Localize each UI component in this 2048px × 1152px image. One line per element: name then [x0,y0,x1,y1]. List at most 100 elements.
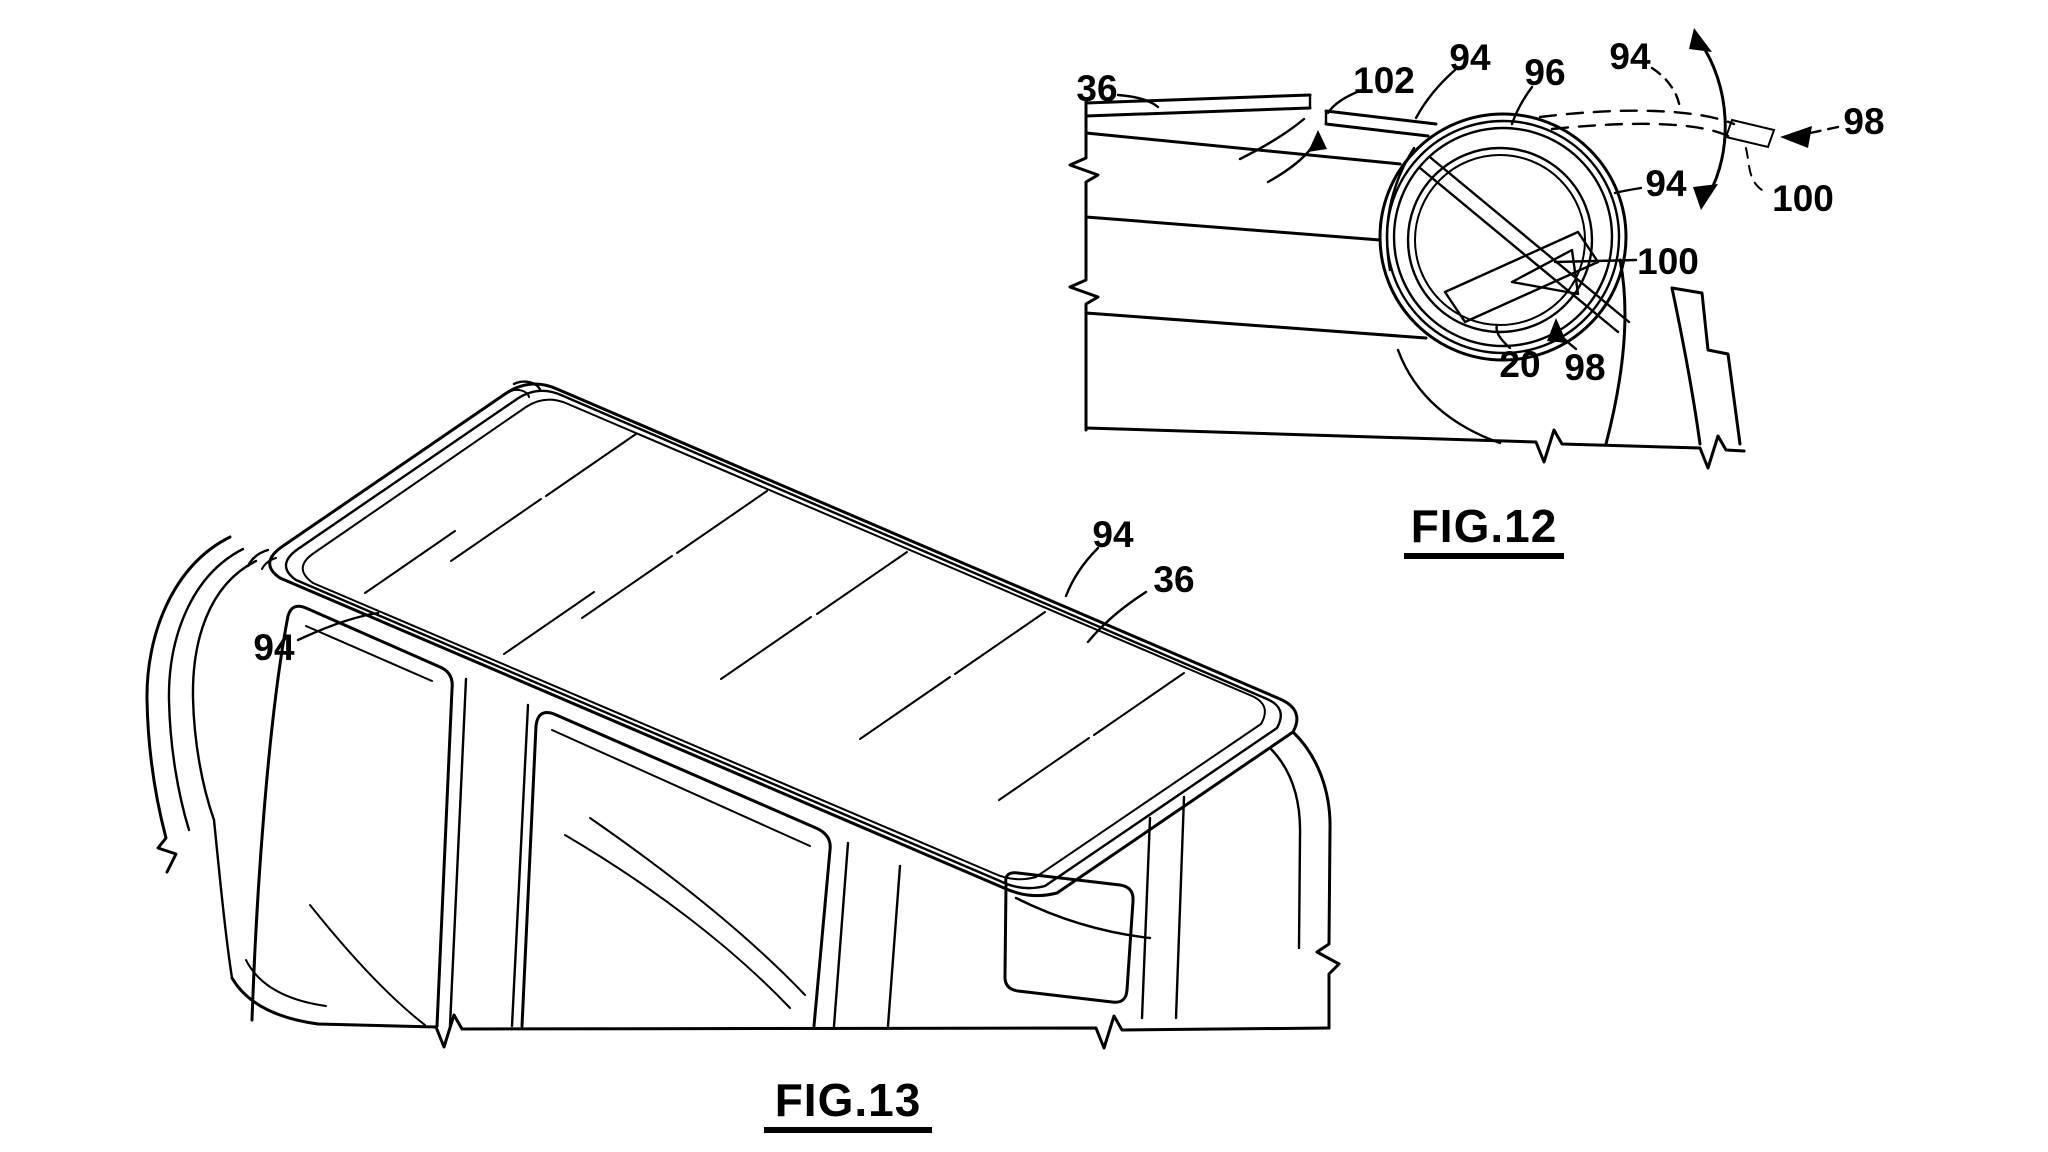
rear-pillar-inner [1268,746,1302,950]
panel-left-edge-with-breaks [1068,98,1100,432]
fabric-seam [859,676,951,740]
arrowhead-left-icon [1780,126,1812,148]
cowl-front-curve [1604,258,1627,446]
roll-fold-diagonal [1429,156,1631,324]
roll-fold-diagonal [1418,166,1620,334]
leader-94-right-rail [1064,546,1100,598]
front-door-window [250,604,454,1028]
corner-clamp [512,380,542,392]
fabric-seam [581,555,673,619]
quarter-window [1003,871,1135,1004]
corner-clamp [508,388,530,398]
figure-13-caption: FIG.13 [775,1074,922,1126]
interior-brace-line [309,904,426,1026]
windshield-frame-inner [191,559,258,822]
a-pillar-outline [1670,286,1702,446]
leader-20 [1495,323,1512,350]
ref-label-36-fabric: 36 [1153,559,1194,600]
rail-strip-36-bottom [1084,106,1312,118]
leader-94-phantom [1650,66,1682,110]
rail-strip-36-top [1084,93,1312,105]
ref-label-36: 36 [1076,68,1117,109]
fabric-seam [998,737,1090,801]
leader-96 [1510,85,1534,126]
fabric-seam [450,498,542,562]
leader-100-right [1745,147,1763,191]
leader-94-roll [1613,186,1643,195]
b-pillar-line [510,703,530,1028]
ref-label-98-right: 98 [1843,101,1884,142]
leader-100-notch [1238,117,1306,161]
panel-line [1084,311,1428,340]
roll-fold-wedge [1510,248,1580,296]
front-door-window-inner [305,625,433,682]
ref-label-94-phantom: 94 [1609,36,1651,77]
rear-door-window [520,711,832,1028]
phantom-top-line [1538,109,1736,126]
figure-12-caption: FIG.12 [1411,500,1558,552]
fabric-seam [503,591,595,655]
fabric-seam [545,433,637,497]
ref-label-20: 20 [1499,344,1540,385]
fabric-seam [1093,672,1185,736]
fabric-seam [364,530,456,594]
fabric-seam [720,616,812,680]
corner-clamp [261,557,277,570]
b-pillar-line [448,677,468,1028]
rail-strip-102-bottom [1324,122,1430,138]
rail-strip-102-top [1324,109,1438,126]
ref-label-96: 96 [1524,52,1565,93]
rear-deck-edge [1014,896,1152,940]
arrowhead-down-icon [1693,184,1718,210]
fabric-feed-crescent [1385,146,1416,272]
door-front-edge [212,818,234,980]
c-pillar-line [886,864,902,1028]
fabric-seam [954,611,1046,675]
leader-100-roll [1553,258,1638,264]
arrowhead-up-icon [1547,318,1567,343]
roll-inner-ring [1414,154,1586,326]
ref-label-94-roll: 94 [1645,163,1687,204]
roof-rail-inner [284,389,1282,890]
ref-label-100-roll: 100 [1637,241,1699,282]
rear-door-window-inner [551,729,811,847]
figure-12-detail-view: 36 102 94 96 94 98 100 94 100 20 98 FIG.… [1068,28,1885,559]
front-fender-arc [230,976,320,1026]
phantom-top-line [1550,122,1730,138]
d-pillar-line [1174,795,1186,1020]
leader-36 [1116,93,1160,109]
roll-outer-ring [1378,112,1628,362]
figure-13-vehicle-view: 94 36 94 FIG.13 [145,380,1341,1133]
leader-36-fabric [1086,590,1148,644]
fabric-seam [816,551,908,615]
ref-label-102: 102 [1353,60,1415,101]
body-arc-under-roll [1396,348,1502,445]
ref-label-98-bottom: 98 [1564,347,1605,388]
c-pillar-line [832,841,850,1028]
panel-line [1084,215,1382,242]
leader-94-rail [1414,68,1457,120]
interior-brace-line [564,834,791,1009]
a-pillar-outline [1670,286,1742,446]
d-pillar-line [1140,816,1152,1020]
panel-line [1084,131,1402,166]
windshield-frame-outer [145,535,232,874]
arrowhead-up-icon [1308,130,1327,152]
ref-label-100-right: 100 [1772,178,1834,219]
ref-label-94-left-rail: 94 [253,627,295,668]
roll-inner-ring [1406,146,1594,334]
ref-label-94-right-rail: 94 [1092,514,1134,555]
leader-98-right [1808,125,1840,135]
leader-102 [1326,88,1364,115]
front-fender-arc-inner [245,959,327,1007]
rear-pillar-outer [1291,730,1341,1030]
body-bottom-edge-with-breaks [316,1013,1331,1050]
arrowhead-up-icon [1689,28,1712,52]
phantom-end-flap [1724,118,1776,149]
roll-ring [1392,126,1614,348]
pivot-arc-arrow [1698,40,1727,198]
panel-bottom-edge-with-breaks [1084,426,1746,470]
roof-rail-inner2 [301,398,1266,881]
